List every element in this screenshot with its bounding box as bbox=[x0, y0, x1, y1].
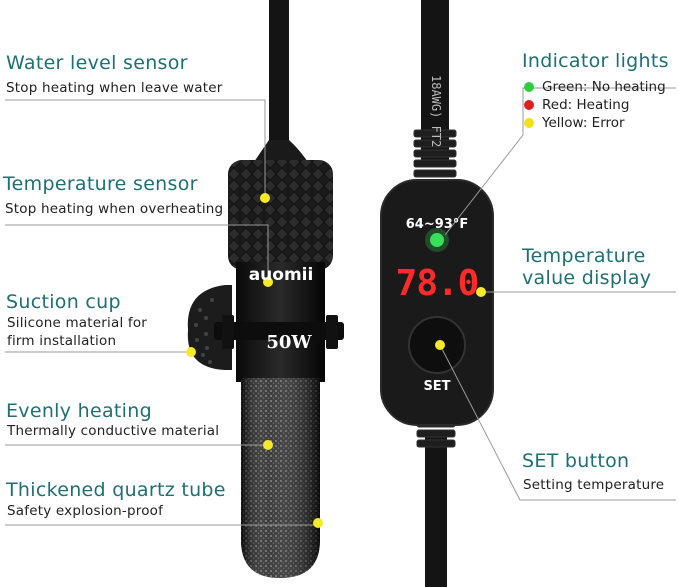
indicator-lights-title: Indicator lights bbox=[522, 50, 669, 72]
brand-logo: auomii bbox=[249, 265, 314, 285]
evenly-heating-title: Evenly heating bbox=[6, 400, 152, 422]
leader-set bbox=[439, 344, 676, 501]
temp-display-title-2: value display bbox=[522, 267, 652, 289]
red-dot-icon bbox=[524, 100, 534, 110]
quartz-tube-title: Thickened quartz tube bbox=[6, 479, 226, 501]
temp-display-title-1: Temperature bbox=[522, 245, 646, 267]
temperature-sensor-sub: Stop heating when overheating bbox=[5, 201, 224, 217]
display-readout: 78.0 bbox=[396, 263, 479, 304]
legend-green: Green: No heating bbox=[524, 79, 666, 95]
legend-yellow-label: Yellow: Error bbox=[542, 115, 625, 131]
water-level-title: Water level sensor bbox=[6, 52, 188, 74]
set-button-sub: Setting temperature bbox=[523, 477, 665, 493]
marker-evenly bbox=[263, 440, 273, 450]
green-dot-icon bbox=[524, 82, 534, 92]
marker-quartz bbox=[313, 518, 323, 528]
green-indicator-light bbox=[430, 233, 444, 247]
marker-suction bbox=[186, 347, 196, 357]
heater-cable bbox=[269, 0, 289, 168]
legend-red-label: Red: Heating bbox=[542, 97, 630, 113]
temperature-sensor-title: Temperature sensor bbox=[3, 173, 198, 195]
leader-temp-sensor bbox=[5, 224, 269, 278]
controller-cable-bottom bbox=[425, 430, 447, 587]
set-button-label: SET bbox=[423, 379, 450, 394]
marker-water-level bbox=[260, 193, 270, 203]
legend-red: Red: Heating bbox=[524, 97, 629, 113]
evenly-heating-sub: Thermally conductive material bbox=[7, 423, 220, 439]
yellow-dot-icon bbox=[524, 118, 534, 128]
suction-cup-title: Suction cup bbox=[6, 291, 121, 313]
controller-body bbox=[380, 179, 494, 426]
suction-cup-sub1: Silicone material for bbox=[7, 315, 148, 331]
suction-cup bbox=[187, 285, 232, 370]
suction-cup-sub2: firm installation bbox=[7, 333, 117, 349]
marker-temp-sensor bbox=[263, 277, 273, 287]
marker-display bbox=[476, 287, 486, 297]
leader-indicator bbox=[444, 87, 676, 236]
temp-range-label: 64~93°F bbox=[406, 217, 468, 232]
cable-text: 18AWG) FT2 bbox=[429, 75, 443, 147]
set-button-title: SET button bbox=[522, 450, 630, 472]
quartz-tube-sub: Safety explosion-proof bbox=[7, 503, 164, 519]
wattage-label: 50W bbox=[266, 332, 312, 353]
leader-water-level bbox=[5, 99, 266, 198]
legend-yellow: Yellow: Error bbox=[524, 115, 625, 131]
temperature-sensor-block bbox=[228, 160, 333, 270]
water-level-sub: Stop heating when leave water bbox=[6, 80, 223, 96]
legend-green-label: Green: No heating bbox=[542, 79, 666, 95]
marker-set bbox=[435, 340, 445, 350]
